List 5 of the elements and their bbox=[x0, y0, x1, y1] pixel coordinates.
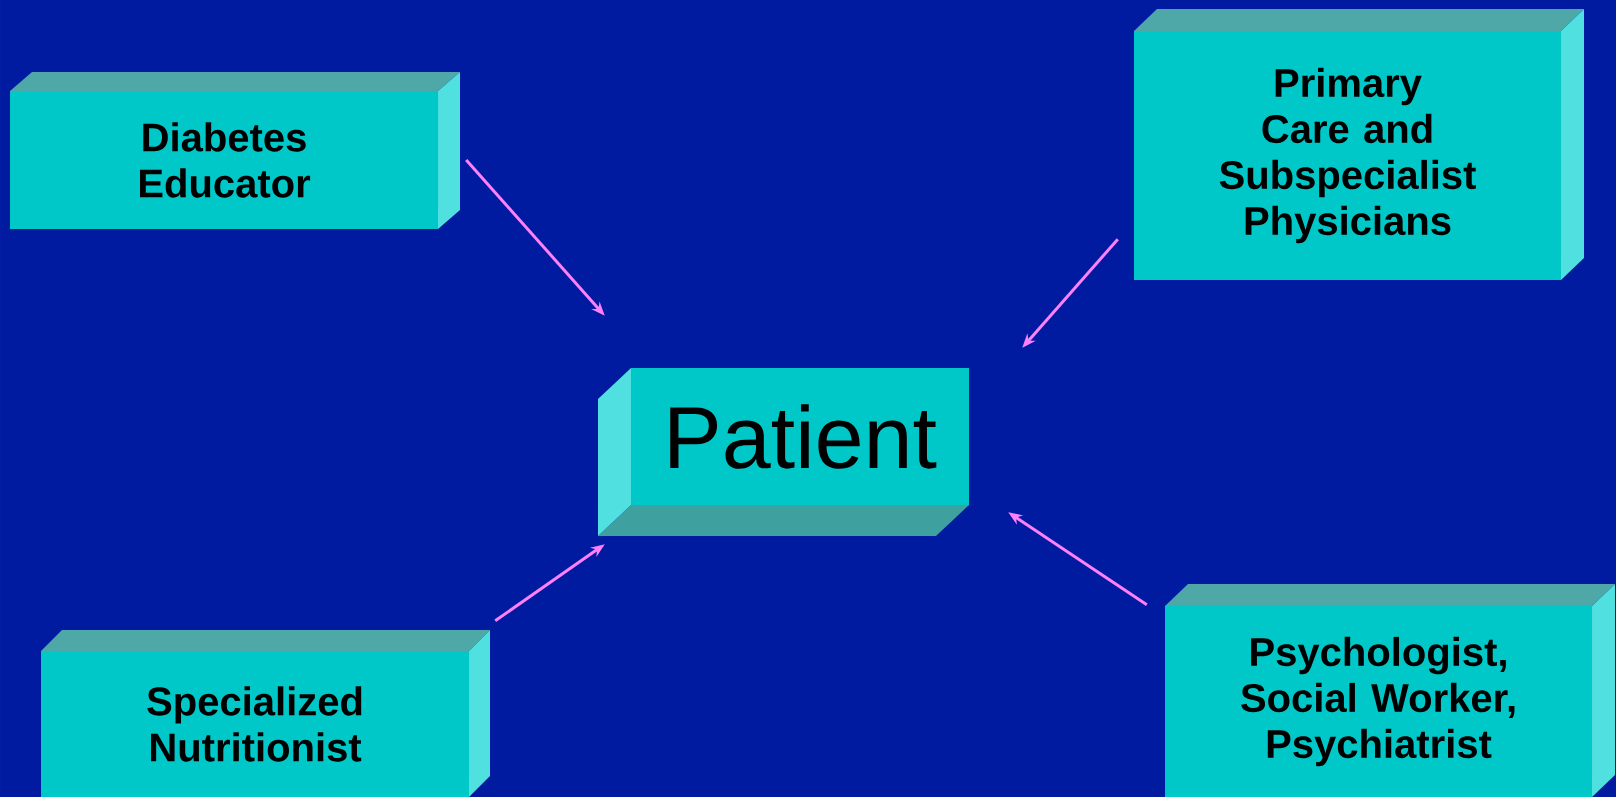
box: Psychologist, Social Worker, Psychiatrist bbox=[1165, 584, 1615, 797]
box: Patient bbox=[598, 368, 969, 536]
box: Specialized Nutritionist bbox=[41, 630, 490, 797]
box: Primary Care and Subspecialist Physicians bbox=[1134, 9, 1584, 280]
box: Diabetes Educator bbox=[10, 72, 460, 229]
